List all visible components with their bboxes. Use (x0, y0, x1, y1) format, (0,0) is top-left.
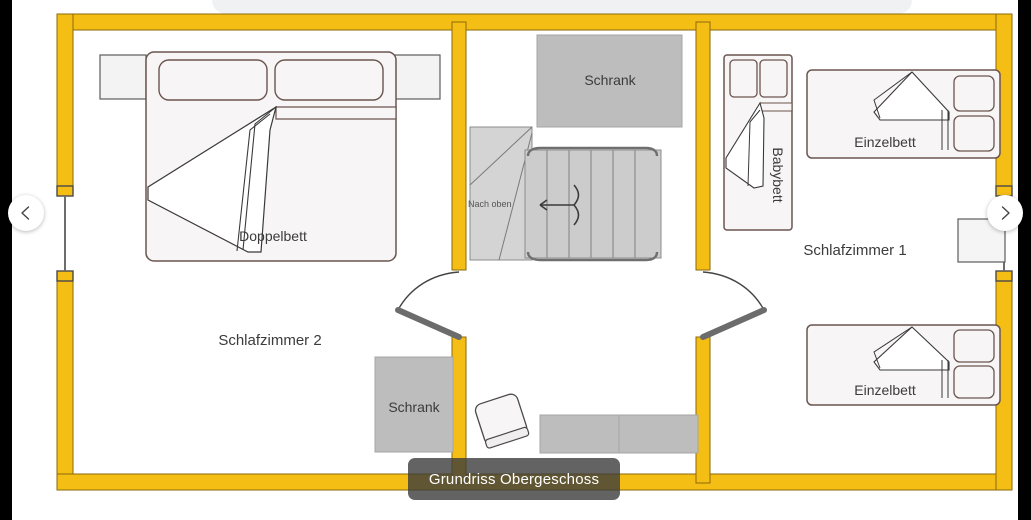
furniture-sideboard-center (539, 414, 699, 454)
furniture-einzelbett-2: Einzelbett (806, 324, 1001, 406)
room-label-schlafzimmer-2: Schlafzimmer 2 (218, 332, 321, 349)
stairs-label: Nach oben (468, 199, 512, 209)
nightstand-right-doppel (393, 54, 441, 100)
furniture-doppelbett: Doppelbett (99, 51, 441, 262)
furniture-label-einzelbett-1: Einzelbett (854, 134, 916, 150)
furniture-label-schrank-left: Schrank (388, 399, 440, 415)
furniture-babybett: Babybett (723, 54, 793, 231)
top-band-decoration (212, 0, 912, 14)
furniture-schrank-top: Schrank (536, 34, 683, 128)
furniture-schrank-left: Schrank (374, 356, 454, 453)
furniture-label-schrank-top: Schrank (584, 72, 636, 88)
furniture-label-doppelbett: Doppelbett (239, 228, 307, 244)
floorplan-stage: Doppelbett Schlafzimmer 2 Schrank Schran… (12, 0, 1018, 520)
nightstand-left (99, 54, 147, 100)
furniture-label-babybett: Babybett (770, 147, 786, 202)
image-caption-text: Grundriss Obergeschoss (428, 470, 600, 488)
door-left (395, 271, 462, 340)
stairs-treppe: Nach oben (468, 126, 662, 262)
furniture-einzelbett-1: Einzelbett (806, 69, 1001, 159)
floorplan-drawing: Doppelbett Schlafzimmer 2 Schrank Schran… (56, 13, 1013, 491)
walls (56, 13, 1013, 491)
image-caption: Grundriss Obergeschoss (408, 458, 620, 500)
prev-image-button[interactable] (8, 195, 44, 231)
furniture-label-einzelbett-2: Einzelbett (854, 382, 916, 398)
chevron-right-icon (1001, 206, 1010, 220)
chevron-left-icon (21, 206, 30, 220)
room-label-schlafzimmer-1: Schlafzimmer 1 (803, 242, 906, 259)
furniture-chair-center (474, 393, 530, 449)
door-right (700, 271, 767, 340)
next-image-button[interactable] (987, 195, 1023, 231)
window-left-wall (56, 185, 74, 282)
